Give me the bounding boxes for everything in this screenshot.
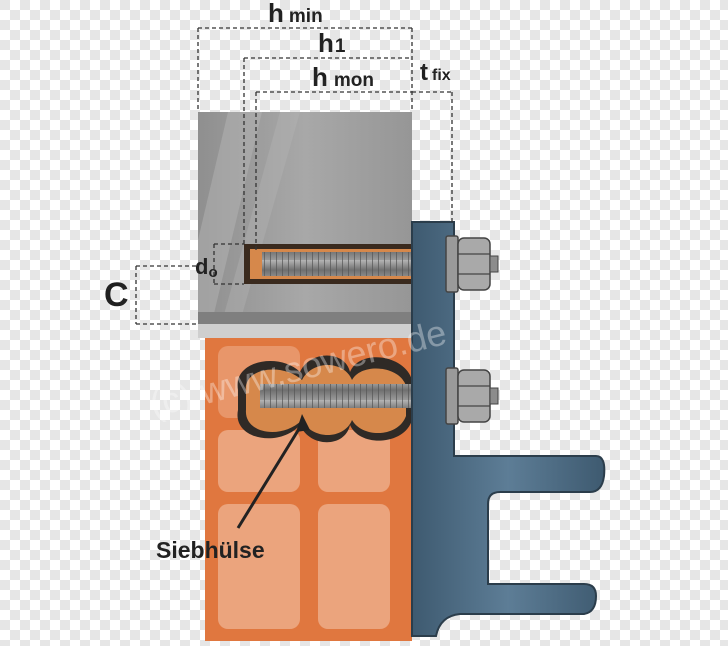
concrete-block xyxy=(198,112,412,338)
upper-nut xyxy=(445,235,499,293)
brick-cell xyxy=(318,430,390,492)
h1-label: h1 xyxy=(318,28,346,58)
lower-nut xyxy=(445,367,499,425)
mounting-bracket xyxy=(411,221,606,637)
d0-label: do xyxy=(195,254,218,281)
brick-cell xyxy=(318,504,390,629)
brick-cell xyxy=(218,504,300,629)
c-label: C xyxy=(104,276,129,314)
dimension-lines xyxy=(135,27,453,325)
brick-cell xyxy=(218,430,300,492)
siebhuelse-leader xyxy=(236,414,310,529)
siebhuelse-label: Siebhülse xyxy=(156,537,265,563)
